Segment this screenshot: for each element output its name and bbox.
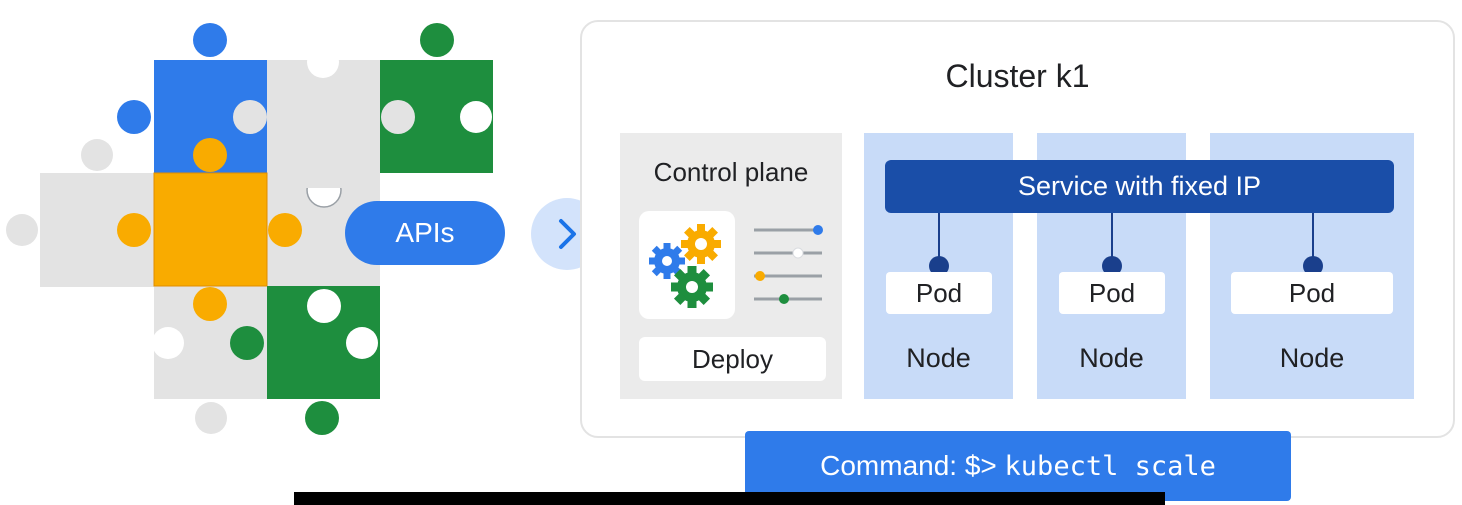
node-label: Node: [1079, 343, 1144, 373]
yellow-puzzle-piece: [117, 138, 302, 321]
service-connector: [1312, 212, 1314, 262]
service-bar: Service with fixed IP: [885, 160, 1394, 213]
pod-box: Pod: [1231, 272, 1393, 314]
green-puzzle-piece-bottom: [230, 286, 380, 435]
deploy-label: Deploy: [692, 343, 773, 374]
apis-pill: APIs: [345, 201, 505, 265]
service-label: Service with fixed IP: [1017, 171, 1262, 201]
cluster-title: Cluster k1: [945, 58, 1090, 94]
pod-connector-dot: [1303, 256, 1323, 276]
deploy-button: Deploy: [639, 337, 826, 381]
service-connector: [938, 212, 940, 262]
pod-label: Pod: [1288, 277, 1336, 308]
gray-puzzle-piece-left: [6, 139, 154, 287]
command-box: Command: $> kubectl scale: [745, 431, 1291, 501]
apis-label: APIs: [395, 217, 455, 248]
node-label: Node: [1279, 343, 1345, 373]
control-plane-title: Control plane: [653, 157, 809, 187]
green-puzzle-piece-top: [380, 23, 493, 173]
pod-connector-dot: [929, 256, 949, 276]
pod-connector-dot: [1102, 256, 1122, 276]
command-prefix: Command: $>: [820, 450, 1005, 481]
pod-label: Pod: [915, 277, 963, 308]
pod-box: Pod: [1059, 272, 1165, 314]
sliders-icon: [754, 225, 823, 304]
pod-label: Pod: [1088, 277, 1136, 308]
gray-puzzle-piece-top: [267, 46, 380, 173]
service-connector: [1111, 212, 1113, 262]
caption-bar: [294, 492, 1165, 505]
pod-box: Pod: [886, 272, 992, 314]
blue-puzzle-piece: [117, 23, 267, 173]
node-label: Node: [906, 343, 971, 373]
command-code: kubectl scale: [1004, 450, 1216, 482]
gears-icon: [639, 211, 735, 319]
